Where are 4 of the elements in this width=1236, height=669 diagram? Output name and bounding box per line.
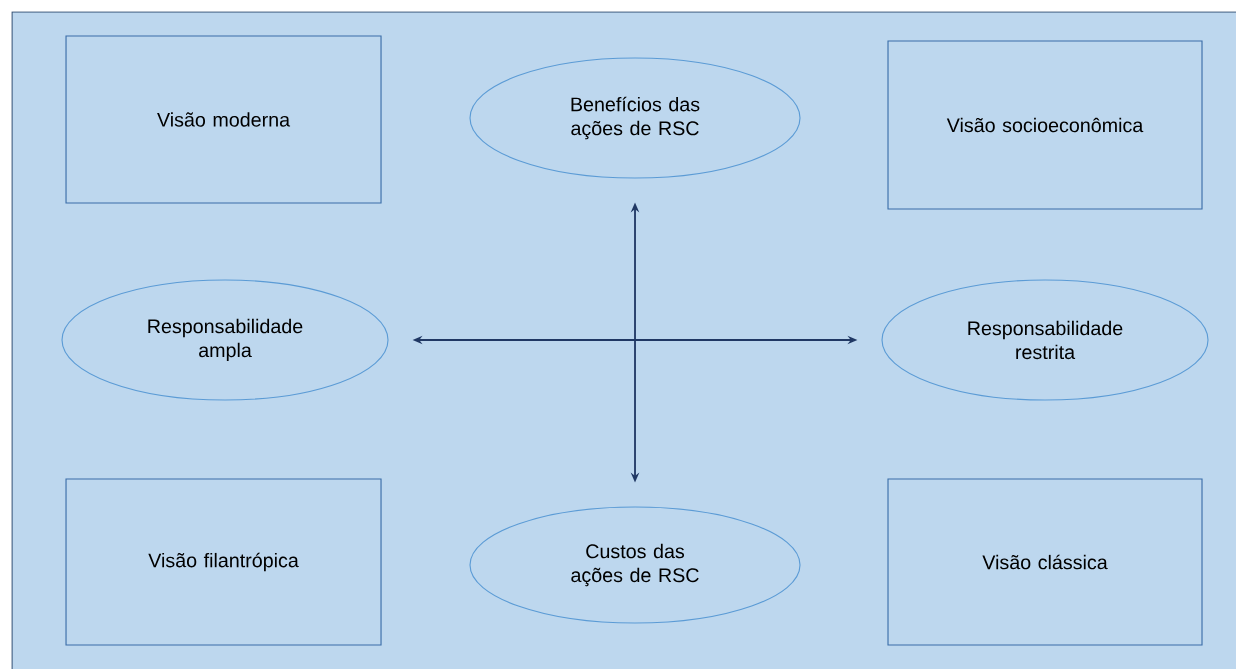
text-box: Visão moderna: [65, 35, 382, 204]
text-box: Visão socioeconômica: [887, 40, 1203, 210]
text-box: Visão filantrópica: [65, 478, 382, 646]
text-box: Visão clássica: [887, 478, 1203, 646]
